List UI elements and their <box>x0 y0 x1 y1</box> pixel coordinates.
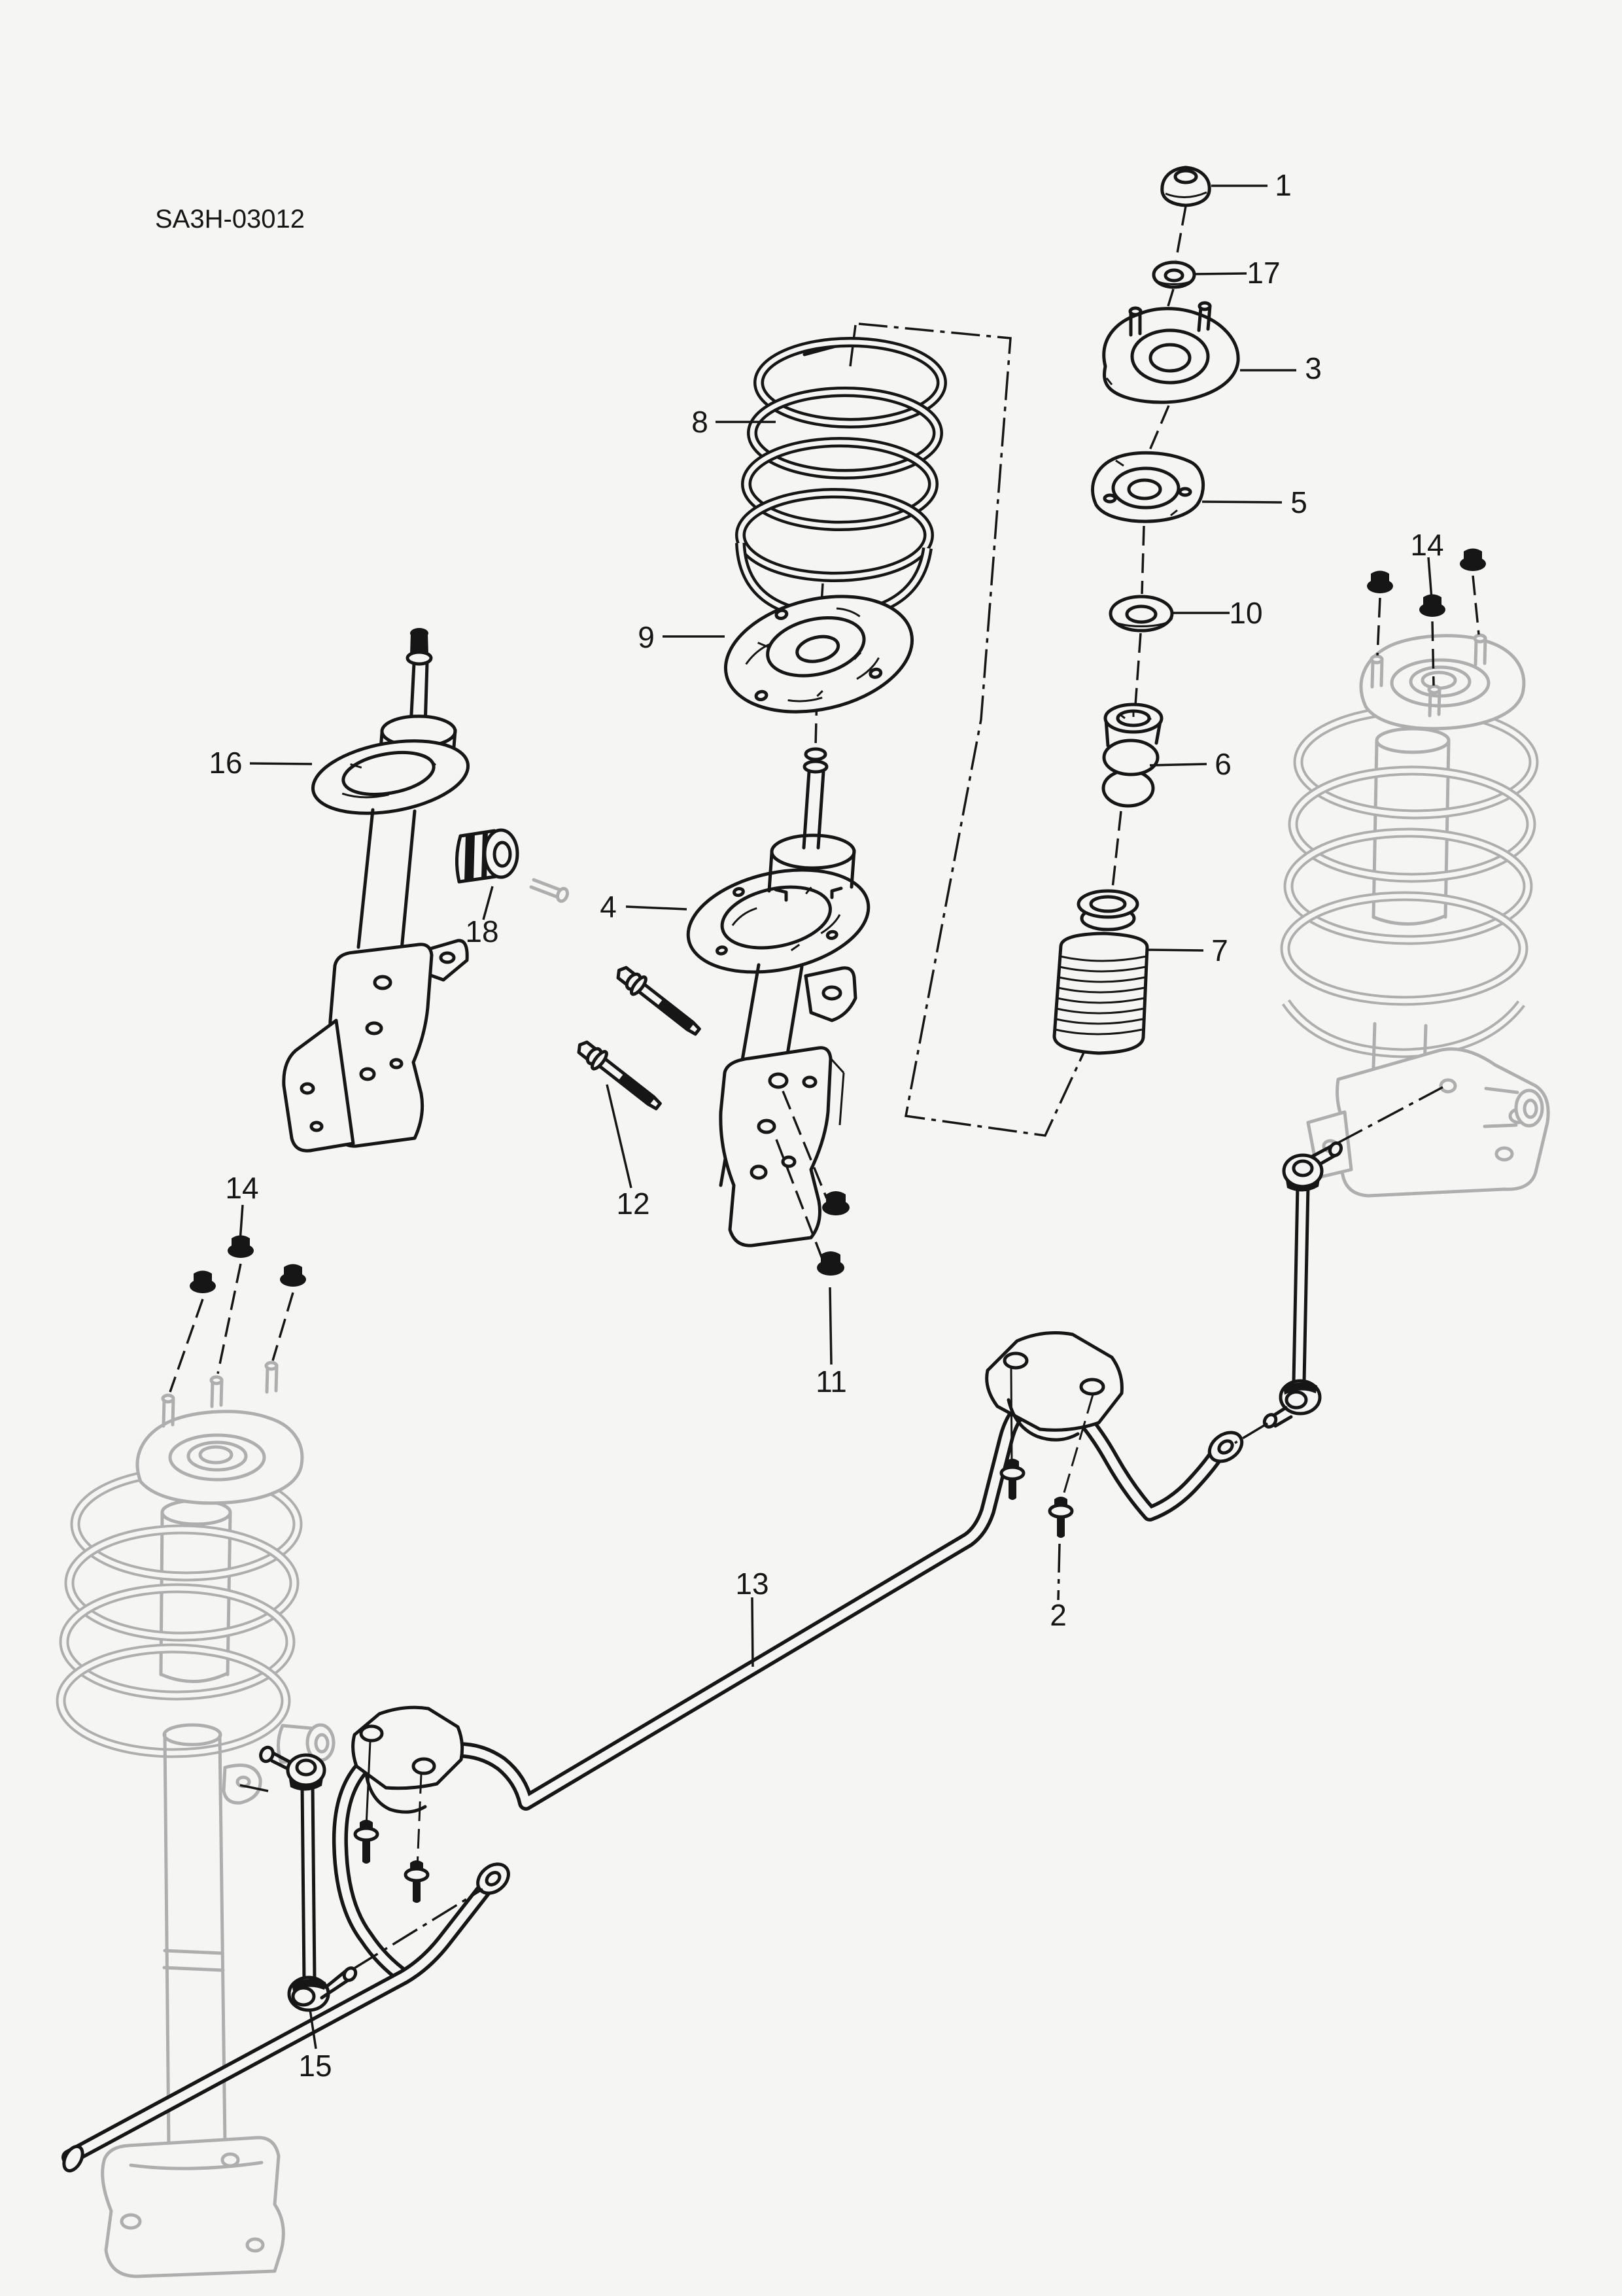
part-label-15: 15 <box>298 2049 332 2083</box>
part-7-dust-boot <box>1052 889 1149 1055</box>
part-4-strut <box>686 747 871 1247</box>
part-12-bolts <box>577 965 701 1111</box>
stabilizer-clamp-left <box>351 1705 464 1903</box>
stabilizer-link-right <box>1234 1086 1443 1444</box>
part-8-coil-spring <box>735 337 947 622</box>
part-18-bushing <box>455 828 569 903</box>
part-14-left-nuts <box>169 1235 306 1393</box>
bolt-part-2 <box>1048 1497 1074 1538</box>
part-label-10: 10 <box>1229 596 1262 630</box>
part-label-6: 6 <box>1215 747 1232 781</box>
part-16-strut <box>282 628 470 1153</box>
part-3-strut-mount <box>1102 301 1240 404</box>
part-9-spring-seat <box>723 595 914 714</box>
clamp-bolt <box>999 1459 1026 1500</box>
part-label-5: 5 <box>1290 485 1307 519</box>
part-1-cap <box>1160 165 1211 207</box>
part-label-1: 1 <box>1275 168 1292 202</box>
clamp-bolt <box>404 1860 430 1903</box>
stabilizer-clamp-right <box>985 1331 1124 1601</box>
part-5-mount-plate <box>1091 451 1205 523</box>
part-label-2: 2 <box>1050 1598 1067 1632</box>
stabilizer-bar <box>61 1384 1244 2173</box>
label-leader-lines <box>239 184 1433 2049</box>
part-11-nuts <box>775 1090 850 1276</box>
part-label-17: 17 <box>1247 256 1280 290</box>
part-label-14-right: 14 <box>1410 528 1443 562</box>
reference-strut-right <box>1280 633 1550 1198</box>
part-6-bump-stopper <box>1101 703 1164 808</box>
reference-left-spring <box>56 1467 303 1758</box>
part-label-4: 4 <box>600 890 617 924</box>
diagram-code: SA3H-03012 <box>155 205 305 234</box>
part-label-16: 16 <box>209 746 242 780</box>
part-17-washer <box>1152 260 1196 289</box>
reference-pin <box>529 878 569 903</box>
part-label-18: 18 <box>465 914 498 948</box>
part-label-3: 3 <box>1305 351 1322 385</box>
bar-left-end <box>62 2144 84 2173</box>
part-label-8: 8 <box>691 405 708 439</box>
part-label-13: 13 <box>735 1567 768 1601</box>
part-labels: SA3H-03012 1 17 3 5 14 10 6 7 8 9 4 16 1… <box>155 168 1444 2083</box>
reference-right-spring <box>1280 704 1539 1058</box>
stabilizer-link-left <box>236 1745 483 2012</box>
reference-strut-left <box>56 1361 336 2278</box>
part-label-12: 12 <box>616 1187 649 1221</box>
clamp-bolt <box>353 1820 379 1864</box>
part-label-11: 11 <box>816 1365 847 1399</box>
part-14-right-nuts <box>1367 548 1486 686</box>
part-label-14-left: 14 <box>225 1171 258 1205</box>
part-label-7: 7 <box>1211 933 1228 967</box>
part-10-spacer <box>1109 595 1174 633</box>
bar-right-eye <box>1207 1431 1244 1463</box>
part-label-9: 9 <box>638 620 655 654</box>
